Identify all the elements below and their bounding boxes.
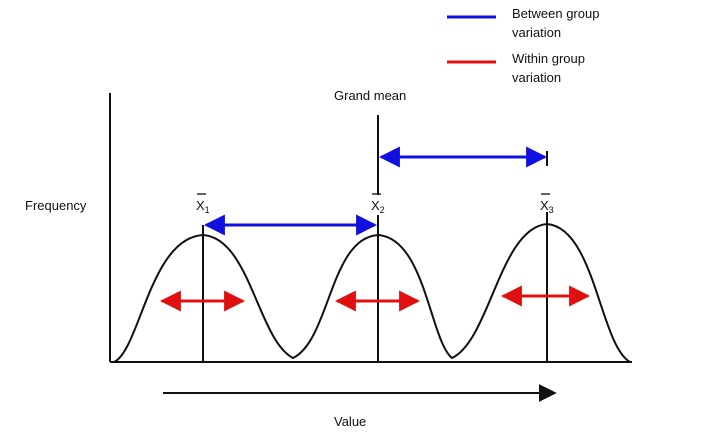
legend-between-line1: Between group [512,6,599,21]
grand-mean-label: Grand mean [334,88,406,103]
mean-label-2: X2 [371,193,385,215]
legend-within-line1: Within group [512,51,585,66]
legend: Between group variation Within group var… [447,6,599,85]
svg-text:X1: X1 [196,198,210,215]
value-label: Value [334,414,366,429]
mean-label-3: X3 [540,193,554,215]
frequency-label: Frequency [25,198,87,213]
distribution-curves [113,222,631,363]
legend-within-line2: variation [512,70,561,85]
mean-label-1: X1 [196,193,210,215]
svg-text:X2: X2 [371,198,385,215]
legend-between-line2: variation [512,25,561,40]
svg-text:X3: X3 [540,198,554,215]
